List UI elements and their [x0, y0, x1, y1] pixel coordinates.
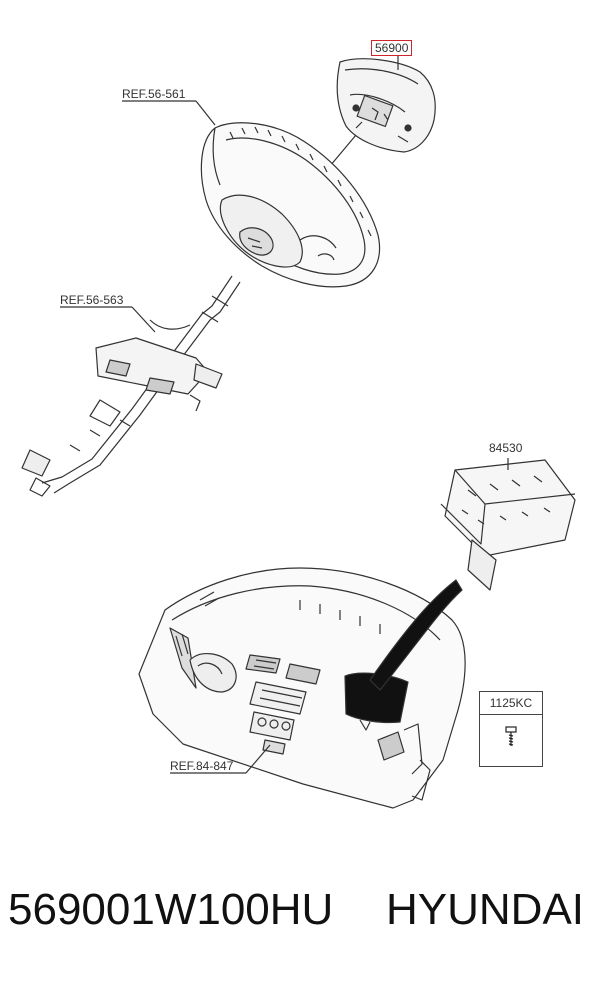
parts-drawing [21, 55, 576, 809]
footer: 569001W100HU HYUNDAI [0, 880, 600, 950]
bolt-legend-box: 1125KC [479, 691, 543, 767]
label-steering-column-ref: REF.56-563 [60, 293, 124, 307]
passenger-airbag-module [440, 458, 576, 591]
leader-crashpad [245, 744, 271, 774]
label-passenger-airbag: 84530 [489, 441, 523, 455]
steering-wheel [200, 122, 380, 288]
label-airbag-part: 56900 [371, 40, 413, 56]
bolt-part-label: 1125KC [480, 692, 542, 715]
crash-pad [138, 567, 466, 809]
parts-diagram: 56900 REF.56-561 REF.56-563 84530 REF.84… [21, 40, 576, 809]
label-crash-pad-ref: REF.84-847 [170, 759, 234, 773]
leader-wheel [195, 100, 216, 126]
brand-name: HYUNDAI [386, 885, 585, 934]
bolt-icon [480, 726, 542, 753]
leader-column [131, 306, 156, 333]
label-steering-wheel-ref: REF.56-561 [122, 87, 186, 101]
part-number: 569001W100HU [8, 885, 334, 934]
driver-airbag-module [336, 58, 436, 153]
steering-column [21, 275, 241, 497]
